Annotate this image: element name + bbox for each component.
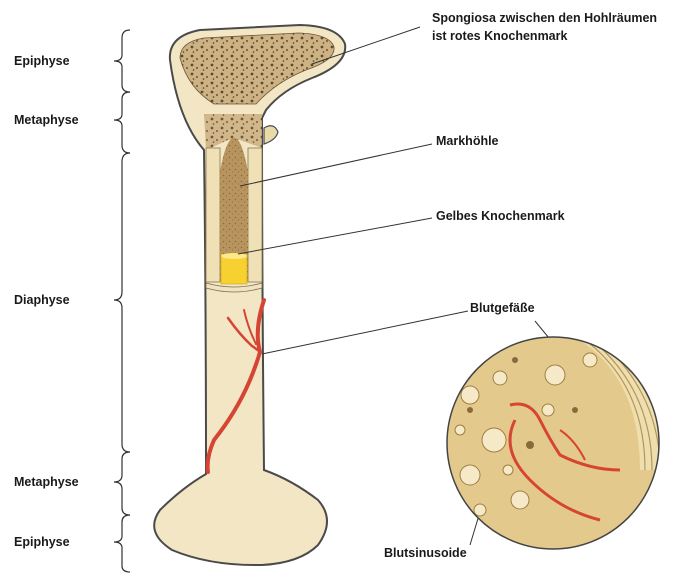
region-epiphyse-top: Epiphyse	[14, 53, 70, 70]
region-epiphyse-bottom: Epiphyse	[14, 534, 70, 551]
region-brackets	[114, 30, 130, 572]
spongy-head	[180, 33, 334, 104]
bone-shaft	[154, 25, 345, 565]
label-markhoehle: Markhöhle	[436, 133, 499, 150]
yellow-marrow-top	[221, 253, 247, 259]
region-diaphyse: Diaphyse	[14, 292, 70, 309]
cortical-right	[248, 148, 262, 282]
label-spongiosa-line2: ist rotes Knochenmark	[432, 28, 567, 45]
label-blutsinusoide: Blutsinusoide	[384, 545, 467, 562]
label-spongiosa-line1: Spongiosa zwischen den Hohlräumen	[432, 10, 657, 27]
region-metaphyse-top: Metaphyse	[14, 112, 79, 129]
region-metaphyse-bottom: Metaphyse	[14, 474, 79, 491]
trochanter	[264, 126, 278, 144]
label-blutgefaesse: Blutgefäße	[470, 300, 535, 317]
label-gelbes-knochenmark: Gelbes Knochenmark	[436, 208, 565, 225]
cortical-left	[206, 148, 220, 282]
